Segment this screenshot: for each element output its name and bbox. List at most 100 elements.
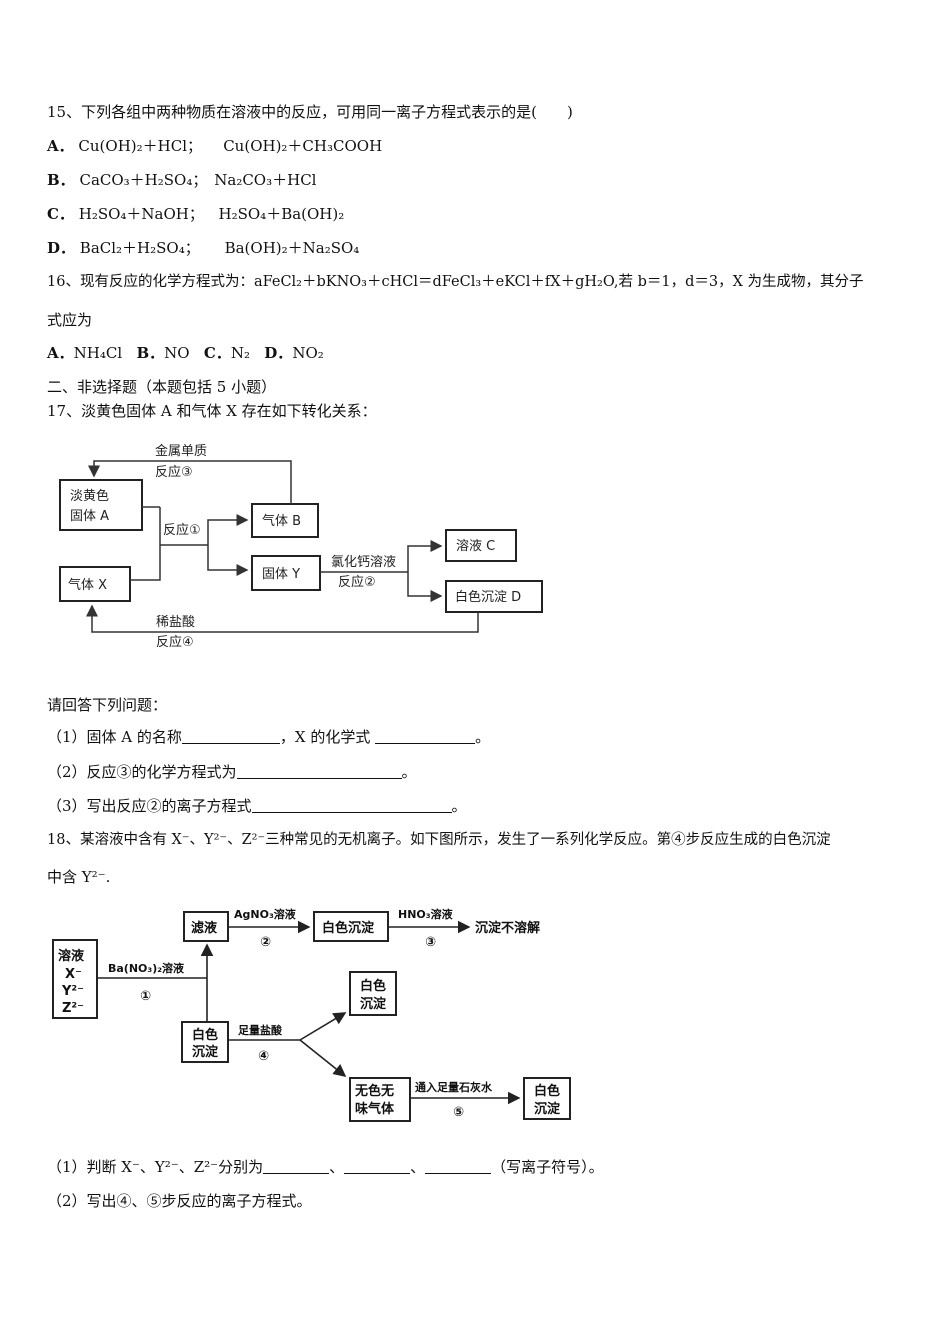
answer-blank[interactable] xyxy=(425,1158,492,1174)
box-white-ppt-4 xyxy=(523,1077,571,1120)
label-hcl: 稀盐酸 xyxy=(156,615,195,630)
q16-option-c[interactable]: C．N₂ xyxy=(204,344,250,362)
answer-blank[interactable] xyxy=(251,797,452,813)
answer-blank[interactable] xyxy=(181,728,280,744)
label-reaction-1: 反应① xyxy=(163,522,201,538)
option-left: BaCl₂＋H₂SO₄； xyxy=(79,239,200,257)
q15-option-d[interactable]: D． BaCl₂＋H₂SO₄； Ba(OH)₂＋Na₂SO₄ xyxy=(47,238,359,258)
box-white-ppt-1-text: 白色沉淀 xyxy=(322,920,375,936)
section-heading: 二、非选择题（本题包括 5 小题） xyxy=(47,378,277,396)
box-filtrate xyxy=(183,911,229,942)
option-letter: A． xyxy=(47,344,74,362)
box-gas-b xyxy=(251,503,319,538)
label-hno3: HNO₃溶液 xyxy=(398,907,454,921)
box-solution-c xyxy=(445,529,517,562)
part-text: （1）判断 X⁻、Y²⁻、Z²⁻分别为 xyxy=(47,1158,264,1176)
q16-options: A．NH₄Cl B．NO C．N₂ D．NO₂ xyxy=(47,343,324,363)
q18-stem-line2: 中含 Y²⁻. xyxy=(47,868,111,886)
option-letter: B． xyxy=(136,344,165,362)
label-not-dissolve: 沉淀不溶解 xyxy=(475,920,540,936)
box-solution-line-3: Y²⁻ xyxy=(61,984,84,999)
box-white-ppt-3-line-2: 沉淀 xyxy=(360,996,387,1012)
q18-stem-line1: 18、某溶液中含有 X⁻、Y²⁻、Z²⁻三种常见的无机离子。如下图所示，发生了一… xyxy=(47,832,831,848)
box-white-ppt-4-line-2: 沉淀 xyxy=(534,1101,561,1117)
arrow-to-d xyxy=(407,572,443,602)
label-reaction-4: 反应④ xyxy=(156,634,194,650)
label-agno3: AgNO₃溶液 xyxy=(234,907,297,921)
arrow-b-to-a xyxy=(88,460,292,504)
option-text: N₂ xyxy=(230,344,250,362)
option-right: H₂SO₄＋Ba(OH)₂ xyxy=(218,205,345,223)
q15-option-a[interactable]: A． Cu(OH)₂＋HCl； Cu(OH)₂＋CH₃COOH xyxy=(47,136,382,156)
box-gas xyxy=(349,1077,411,1122)
answer-blank[interactable] xyxy=(375,728,476,744)
option-letter: D． xyxy=(264,344,293,362)
label-step-5: ⑤ xyxy=(453,1105,464,1120)
arrow-to-y xyxy=(207,545,249,576)
box-solution-line-4: Z²⁻ xyxy=(62,1001,84,1016)
option-letter: C． xyxy=(203,344,231,362)
q16-stem-line2: 式应为 xyxy=(47,311,93,329)
box-precipitate-d xyxy=(445,580,543,613)
option-text: NH₄Cl xyxy=(73,344,123,362)
box-white-ppt-1 xyxy=(313,911,389,942)
q16-option-a[interactable]: A．NH₄Cl xyxy=(47,344,122,362)
option-left: H₂SO₄＋NaOH； xyxy=(78,205,204,223)
label-excess-hcl: 足量盐酸 xyxy=(238,1023,283,1037)
option-right: Na₂CO₃＋HCl xyxy=(214,171,317,189)
box-solution xyxy=(52,939,98,1019)
answer-blank[interactable] xyxy=(236,763,402,779)
box-white-ppt-3-line-1: 白色 xyxy=(360,978,386,994)
option-left: CaCO₃＋H₂SO₄； xyxy=(79,171,208,189)
answer-blank[interactable] xyxy=(263,1158,330,1174)
q17-prompt: 请回答下列问题： xyxy=(47,696,168,714)
label-reaction-3: 反应③ xyxy=(155,464,193,480)
part-text: 、 xyxy=(329,1158,345,1176)
label-limewater: 通入足量石灰水 xyxy=(415,1080,493,1094)
label-ba-no3: Ba(NO₃)₂溶液 xyxy=(108,961,185,975)
part-text: （3）写出反应②的离子方程式 xyxy=(47,797,252,815)
label-step-1: ① xyxy=(140,989,151,1004)
part-text: 。 xyxy=(475,728,491,746)
answer-blank[interactable] xyxy=(344,1158,411,1174)
box-gas-x-text: 气体 X xyxy=(68,577,107,593)
label-cacl2: 氯化钙溶液 xyxy=(331,555,396,570)
box-solid-y-text: 固体 Y xyxy=(262,567,300,582)
arrow-d-to-x xyxy=(86,604,479,633)
box-solid-a-text-1: 淡黄色 xyxy=(70,488,109,504)
arrow-to-b xyxy=(207,514,249,545)
q17-stem: 17、淡黄色固体 A 和气体 X 存在如下转化关系： xyxy=(47,402,377,420)
part-text: ，X 的化学式 xyxy=(279,728,376,746)
q15-stem: 15、下列各组中两种物质在溶液中的反应，可用同一离子方程式表示的是( ) xyxy=(47,103,573,121)
q15-option-b[interactable]: B． CaCO₃＋H₂SO₄； Na₂CO₃＋HCl xyxy=(47,170,316,190)
q17-part-2: （2）反应③的化学方程式为 。 xyxy=(47,762,417,782)
option-letter: D． xyxy=(47,239,76,257)
q16-stem-line1: 16、现有反应的化学方程式为：aFeCl₂＋bKNO₃＋cHCl＝dFeCl₃＋… xyxy=(47,274,864,290)
box-solid-a xyxy=(59,479,143,531)
box-white-ppt-2-line-2: 沉淀 xyxy=(192,1044,219,1060)
box-precipitate-d-text: 白色沉淀 D xyxy=(455,589,521,605)
option-text: NO xyxy=(164,344,190,362)
line-x-to-junction xyxy=(130,507,161,581)
option-letter: B． xyxy=(47,171,75,189)
box-solution-line-1: 溶液 xyxy=(58,948,84,964)
option-right: Ba(OH)₂＋Na₂SO₄ xyxy=(224,239,360,257)
box-gas-b-text: 气体 B xyxy=(262,513,301,529)
label-reaction-2: 反应② xyxy=(338,574,376,590)
q15-option-c[interactable]: C． H₂SO₄＋NaOH； H₂SO₄＋Ba(OH)₂ xyxy=(47,204,344,224)
option-text: NO₂ xyxy=(292,344,324,362)
option-letter: C． xyxy=(47,205,74,223)
option-letter: A． xyxy=(47,137,74,155)
box-gas-line-1: 无色无 xyxy=(354,1083,394,1099)
label-metal: 金属单质 xyxy=(155,443,207,459)
q16-option-b[interactable]: B．NO xyxy=(136,344,189,362)
box-solution-c-text: 溶液 C xyxy=(456,539,495,554)
q17-diagram: 淡黄色 固体 A 气体 X 气体 B 固体 Y 溶液 C 白色沉淀 D 金属单质… xyxy=(59,443,543,650)
arrow-to-white-ppt-3 xyxy=(299,1012,347,1041)
box-white-ppt-3 xyxy=(349,971,397,1016)
part-text: （2）反应③的化学方程式为 xyxy=(47,763,237,781)
q17-part-1: （1）固体 A 的名称 ，X 的化学式 。 xyxy=(47,727,490,747)
part-text: （1）固体 A 的名称 xyxy=(47,728,182,746)
part-text: 。 xyxy=(401,763,417,781)
q16-option-d[interactable]: D．NO₂ xyxy=(264,344,323,362)
